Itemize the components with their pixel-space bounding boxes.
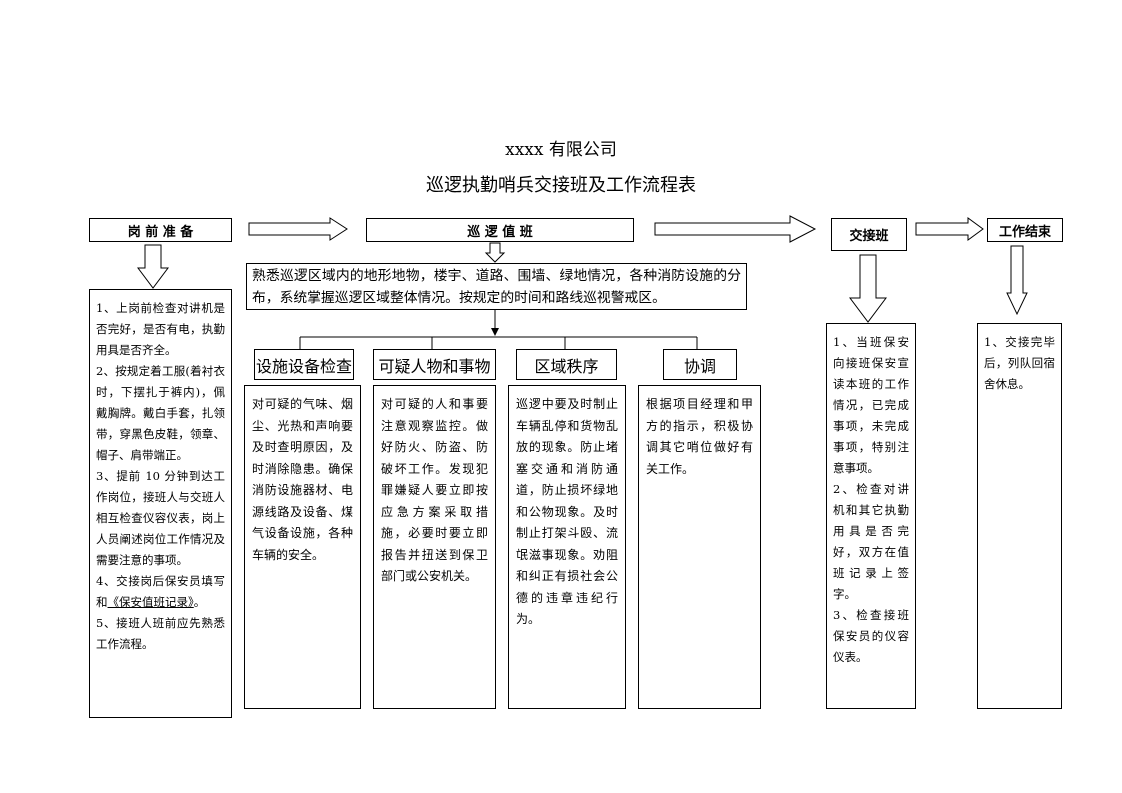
arrow-patrol-to-handover: [654, 215, 817, 243]
stage-handover-label: 交接班: [831, 218, 907, 251]
stage-end-label: 工作结束: [987, 218, 1063, 242]
arrow-handover-to-end: [915, 217, 984, 241]
handover-item-1: 1、当班保安向接班保安宣读本班的工作情况，已完成事项，未完成事项，特别注意事项。: [833, 335, 909, 475]
prep-item-4: 4、交接岗后保安员填写和《保安值班记录》。: [96, 571, 225, 613]
arrow-prep-to-patrol: [248, 217, 348, 241]
document-title: 巡逻执勤哨兵交接班及工作流程表: [426, 175, 696, 196]
task-area-order-text: 巡逻中要及时制止车辆乱停和货物乱放的现象。防止堵塞交通和消防通道，防止损坏绿地和…: [508, 385, 626, 709]
prep-item-2: 2、按规定着工服(着衬衣时，下摆扎于裤内)，佩戴胸牌。戴白手套，扎领带，穿黑色皮…: [96, 364, 225, 462]
handover-item-3: 3、检查接班保安员的仪容仪表。: [833, 608, 909, 664]
task-equipment-check-label: 设施设备检查: [254, 349, 354, 380]
stage-patrol-label: 巡 逻 值 班: [366, 218, 634, 242]
stage-prep-label: 岗 前 准 备: [89, 218, 232, 242]
prep-item-1: 1、上岗前检查对讲机是否完好，是否有电，执勤用具是否齐全。: [96, 301, 225, 357]
prep-item-5: 5、接班人班前应先熟悉工作流程。: [96, 616, 225, 651]
handover-details: 1、当班保安向接班保安宣读本班的工作情况，已完成事项，未完成事项，特别注意事项。…: [826, 323, 916, 709]
connector-arrowhead: [491, 328, 499, 336]
end-item-1: 1、交接完毕后，列队回宿舍休息。: [984, 335, 1055, 391]
task-area-order-label: 区域秩序: [516, 349, 617, 380]
arrow-down-handover: [849, 254, 887, 323]
arrow-down-end: [1006, 245, 1028, 316]
task-coordination-label: 协调: [663, 349, 737, 380]
task-suspicious-label: 可疑人物和事物: [373, 349, 496, 380]
end-details: 1、交接完毕后，列队回宿舍休息。: [977, 323, 1062, 709]
company-name: xxxx 有限公司: [505, 140, 617, 160]
task-equipment-check-text: 对可疑的气味、烟尘、光热和声响要及时查明原因，及时消除隐患。确保消防设施器材、电…: [244, 385, 361, 709]
patrol-description: 熟悉巡逻区域内的地形地物，楼宇、道路、围墙、绿地情况，各种消防设施的分布，系统掌…: [246, 263, 747, 310]
prep-item-3: 3、提前 10 分钟到达工作岗位，接班人与交班人相互检查仪容仪表，岗上人员阐述岗…: [96, 469, 225, 567]
duty-record-link: 《保安值班记录》: [107, 595, 194, 609]
arrow-down-prep: [137, 244, 169, 289]
prep-item-4-tail: 。: [193, 595, 206, 609]
task-suspicious-text: 对可疑的人和事要注意观察监控。做好防火、防盗、防破坏工作。发现犯罪嫌疑人要立即按…: [373, 385, 496, 709]
prep-details: 1、上岗前检查对讲机是否完好，是否有电，执勤用具是否齐全。 2、按规定着工服(着…: [89, 289, 232, 718]
task-coordination-text: 根据项目经理和甲方的指示，积极协调其它哨位做好有关工作。: [638, 385, 761, 709]
handover-item-2: 2、检查对讲机和其它执勤用具是否完好，双方在值班记录上签字。: [833, 482, 909, 601]
prep-item-4-text: 4、交接岗后保安员填写和: [96, 574, 225, 609]
arrow-down-patrol: [484, 242, 506, 263]
